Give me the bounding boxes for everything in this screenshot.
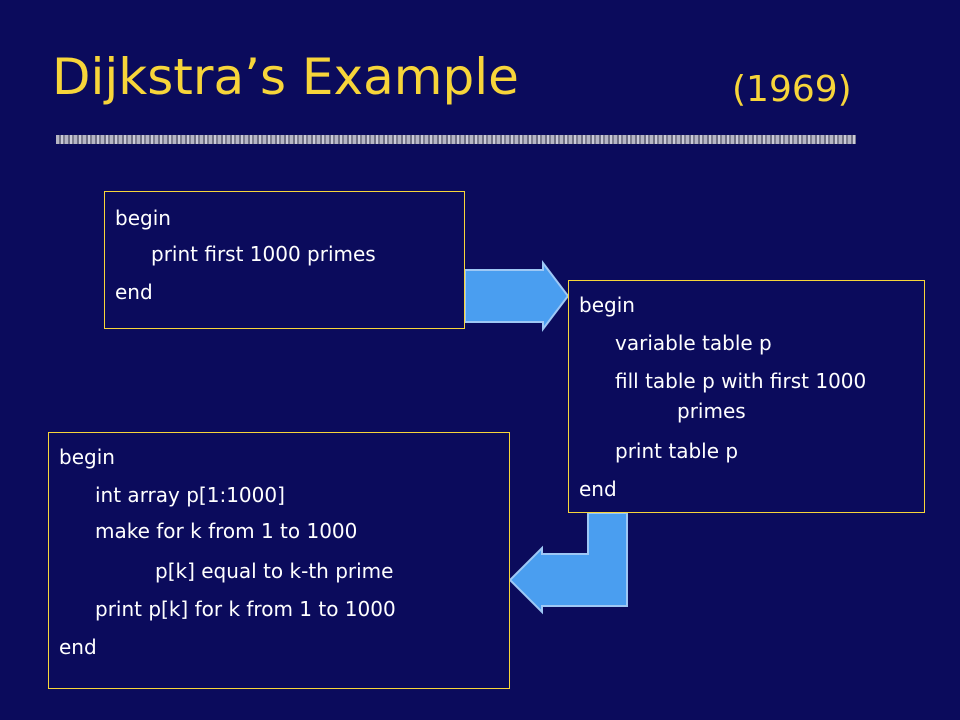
code-line: p[k] equal to k-th prime (155, 559, 394, 583)
code-line: end (59, 635, 97, 659)
code-box-abstract: begin print first 1000 primes end (104, 191, 465, 329)
code-line: end (115, 280, 153, 304)
code-line: int array p[1:1000] (95, 483, 285, 507)
elbow-arrow-icon (508, 512, 628, 615)
code-box-refined: begin variable table p fill table p with… (568, 280, 925, 513)
code-line: fill table p with first 1000 (615, 369, 867, 393)
code-line: print first 1000 primes (151, 242, 376, 266)
right-arrow-icon (464, 260, 570, 332)
slide-year: (1969) (732, 69, 852, 110)
code-line: end (579, 477, 617, 501)
code-line: variable table p (615, 331, 772, 355)
code-box-concrete: begin int array p[1:1000] make for k fro… (48, 432, 510, 689)
code-line: make for k from 1 to 1000 (95, 519, 358, 543)
title-divider (56, 135, 856, 144)
code-line: primes (677, 399, 746, 423)
code-line: begin (579, 293, 635, 317)
code-line: print table p (615, 439, 739, 463)
slide-title: Dijkstra’s Example (52, 48, 519, 106)
code-line: print p[k] for k from 1 to 1000 (95, 597, 396, 621)
code-line: begin (115, 206, 171, 230)
code-line: begin (59, 445, 115, 469)
